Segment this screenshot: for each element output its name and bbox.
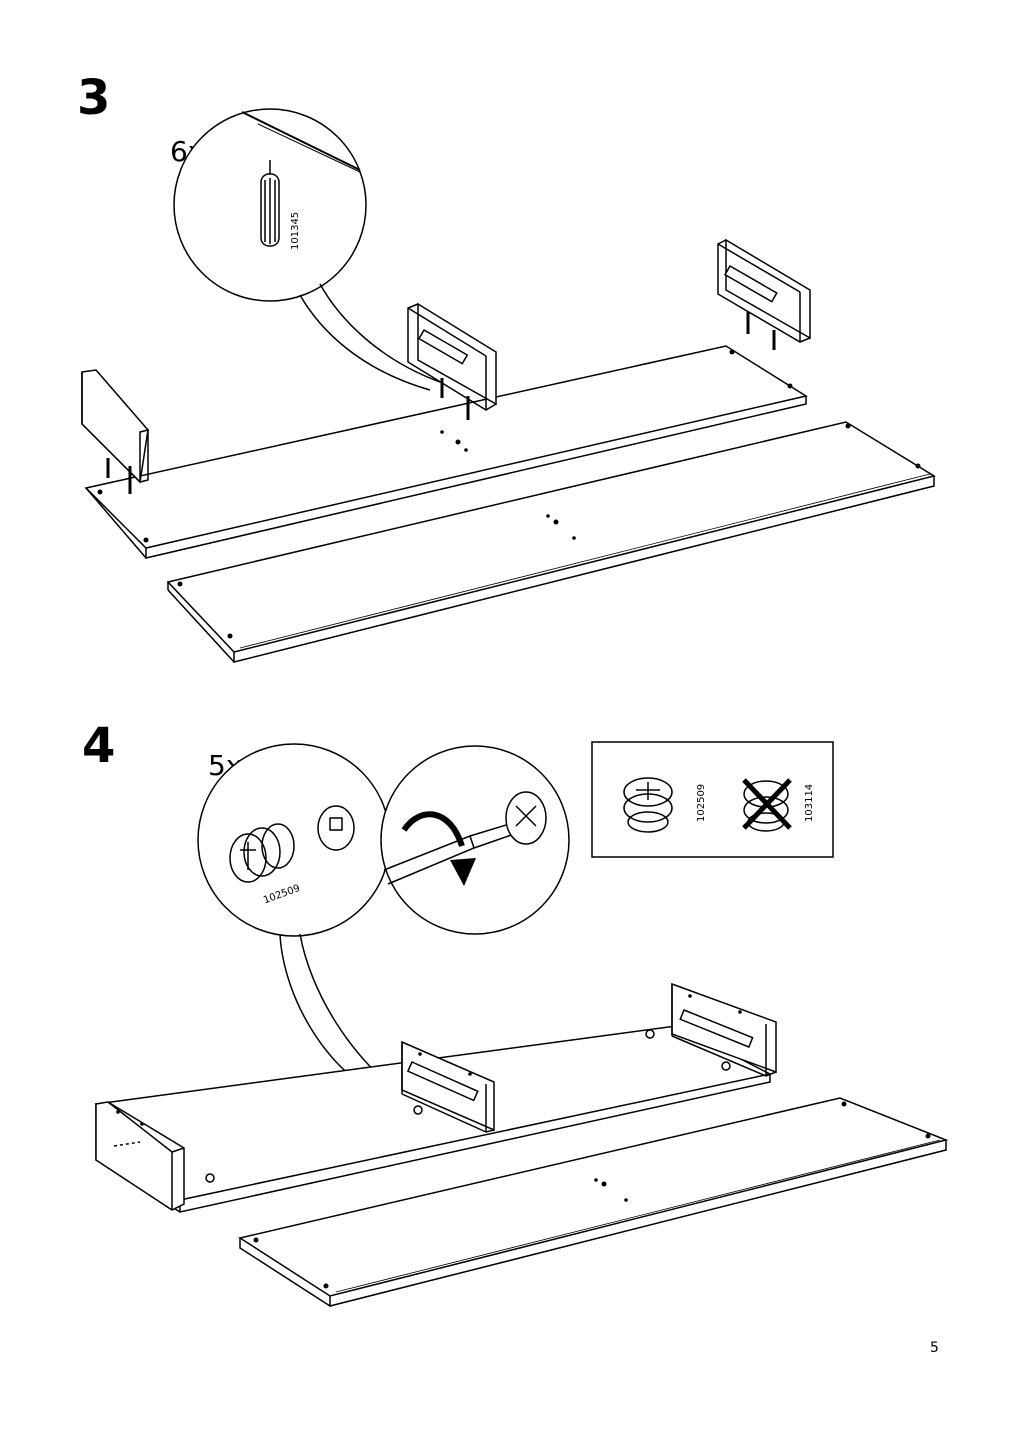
screwdriver-icon [384, 792, 546, 884]
page-number: 5 [930, 1340, 939, 1356]
end-panel-right [672, 984, 776, 1076]
step-3-number: 3 [77, 70, 111, 126]
camlock-callout [198, 744, 410, 1104]
camlock-wrong-icon [744, 780, 790, 831]
screwdriver-callout [381, 746, 569, 934]
long-board-back [86, 346, 806, 558]
long-board-front [240, 1098, 946, 1306]
dowel-callout [174, 109, 440, 390]
fitting-markers [116, 994, 931, 1289]
end-panel-right [718, 240, 810, 350]
rotate-arrow-icon [404, 814, 476, 886]
dowel-101345-icon [261, 160, 279, 246]
fitting-markers [97, 349, 921, 639]
end-panel-left [82, 370, 148, 494]
long-board-front [168, 422, 934, 662]
divider-panel-middle [408, 304, 496, 420]
camlock-correct-icon [624, 778, 672, 832]
camlock-102509-icon [230, 806, 354, 882]
camlock-markers [206, 1030, 730, 1182]
reference-correct-part-number: 102509 [696, 783, 707, 822]
reference-wrong-part-number: 103114 [804, 783, 815, 822]
step-4-number: 4 [82, 718, 116, 774]
divider-panel-middle [402, 1042, 494, 1132]
reference-box [592, 742, 833, 857]
